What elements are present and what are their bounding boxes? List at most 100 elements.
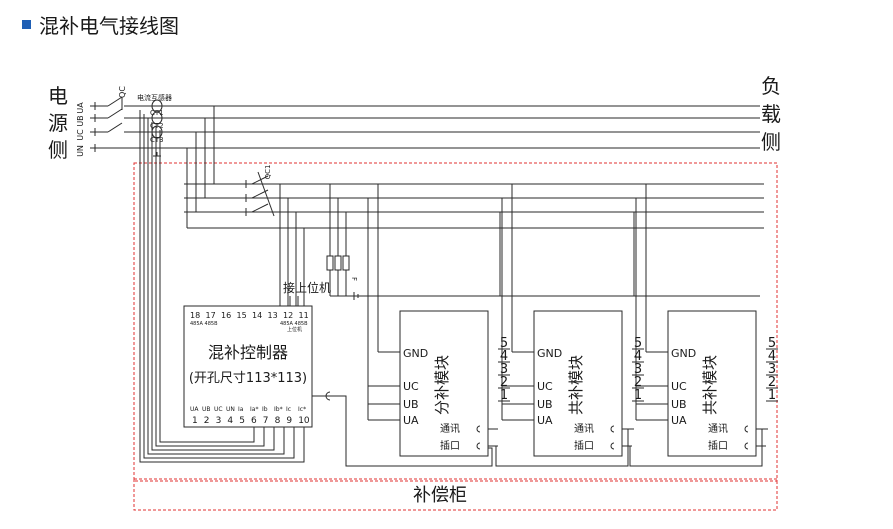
ct-secondary-wire	[147, 118, 285, 455]
controller-top-terminal: 12	[283, 311, 293, 320]
module-pin: 3	[768, 362, 776, 377]
module-pin: 5	[768, 336, 776, 351]
controller-bottom-number: 5	[239, 416, 245, 426]
module-box	[399, 310, 489, 457]
breaker-blade	[107, 108, 123, 119]
module-gnd-label: GND	[537, 347, 562, 360]
controller-bottom-signal: Ia*	[250, 406, 258, 413]
load-side-label: 负 载 侧	[761, 74, 781, 154]
module-ub-label: UB	[671, 398, 687, 411]
svg-text:电: 电	[48, 84, 68, 108]
ct-title: 电流互感器	[137, 93, 172, 102]
port-socket-icon	[476, 442, 481, 450]
module-box	[533, 310, 623, 457]
comm-socket-icon	[325, 391, 331, 401]
breaker-blade	[107, 96, 123, 107]
module-ua-label: UA	[403, 414, 419, 427]
fuse-icon	[326, 255, 334, 271]
svg-text:UC: UC	[76, 129, 85, 141]
module-uc-label: UC	[671, 380, 687, 393]
svg-text:CT3: CT3	[150, 136, 164, 144]
ct-secondary-wire	[139, 110, 305, 463]
svg-text:UB: UB	[76, 115, 85, 126]
module-group: GNDUCUBUA通讯插口分补模块54321GNDUCUBUA通讯插口共补模块5…	[399, 310, 776, 457]
module-pin: 4	[634, 349, 642, 364]
page-title: 混补电气接线图	[39, 13, 179, 38]
upper-link-label: 接上位机	[283, 280, 331, 295]
module-link-wire	[488, 428, 634, 467]
module-box	[667, 310, 757, 457]
svg-text:侧: 侧	[48, 138, 68, 162]
comm-socket-icon	[610, 425, 615, 433]
fuse-label: F	[350, 277, 358, 281]
breaker-blade	[107, 122, 123, 133]
controller-bottom-number: 10	[298, 416, 310, 426]
module-port-label: 插口	[440, 439, 460, 452]
svg-text:UN: UN	[76, 145, 85, 157]
svg-text:载: 载	[761, 102, 781, 126]
phase-labels: UA UB UC UN	[76, 102, 85, 157]
module-pin: 4	[500, 349, 508, 364]
ct-secondary-wire	[143, 114, 295, 459]
controller-bottom-number: 6	[251, 416, 257, 426]
port-socket-icon	[744, 442, 749, 450]
module-pin: 3	[500, 362, 508, 377]
module-pin: 1	[634, 388, 642, 403]
module-ua-label: UA	[671, 414, 687, 427]
module-pin: 5	[634, 336, 642, 351]
title-square-icon	[22, 19, 31, 29]
controller-bottom-number: 3	[216, 416, 222, 426]
fuse-icon	[334, 255, 342, 271]
controller-bottom-signal: UB	[202, 406, 211, 413]
module-pin: 2	[500, 375, 508, 390]
controller-top-terminal: 16	[221, 311, 231, 320]
controller-bottom-signal: Ic	[286, 406, 291, 413]
breaker-label: QC	[118, 86, 127, 98]
svg-text:上位机: 上位机	[287, 326, 302, 333]
controller-bottom-signal: Ib	[262, 406, 268, 413]
module-link-wire	[622, 428, 768, 467]
module-ua-label: UA	[537, 414, 553, 427]
module-pin: 1	[500, 388, 508, 403]
controller-bottom-number: 9	[286, 416, 292, 426]
controller-subtitle: (开孔尺寸113*113)	[189, 371, 307, 386]
module-gnd-label: GND	[671, 347, 696, 360]
port-socket-icon	[610, 442, 615, 450]
ct-secondary-wire	[151, 122, 275, 451]
module-pin: 2	[768, 375, 776, 390]
module-pin: 3	[634, 362, 642, 377]
module-ub-label: UB	[537, 398, 553, 411]
module-gnd-label: GND	[403, 347, 428, 360]
controller-top-terminal: 15	[237, 311, 247, 320]
svg-text:485A 485B: 485A 485B	[190, 321, 218, 327]
controller-bottom-signal: Ia	[238, 406, 244, 413]
controller-bottom-number: 1	[192, 416, 198, 426]
controller-bottom-number: 2	[204, 416, 210, 426]
comm-wire	[312, 395, 493, 467]
controller-bottom-number: 8	[275, 416, 281, 426]
module-port-label: 插口	[574, 439, 594, 452]
module-pin: 2	[634, 375, 642, 390]
qc1-blade-icon	[251, 175, 269, 185]
module-pin: 5	[500, 336, 508, 351]
comm-socket-icon	[476, 425, 481, 433]
module-ub-label: UB	[403, 398, 419, 411]
svg-text:侧: 侧	[761, 130, 781, 154]
ct-coil-icon	[151, 111, 163, 125]
module-uc-label: UC	[403, 380, 419, 393]
module-name: 共补模块	[701, 355, 719, 415]
controller-title: 混补控制器	[208, 343, 288, 362]
page-header: 混补电气接线图	[22, 8, 179, 40]
module-comm-label: 通讯	[574, 423, 594, 435]
module-name: 共补模块	[567, 355, 585, 415]
fuse-icon	[342, 255, 350, 271]
module-name: 分补模块	[433, 355, 451, 415]
controller-bottom-number: 7	[263, 416, 269, 426]
cabinet-label: 补偿柜	[413, 485, 467, 506]
module-comm-label: 通讯	[440, 423, 460, 435]
svg-text:负: 负	[761, 74, 781, 98]
